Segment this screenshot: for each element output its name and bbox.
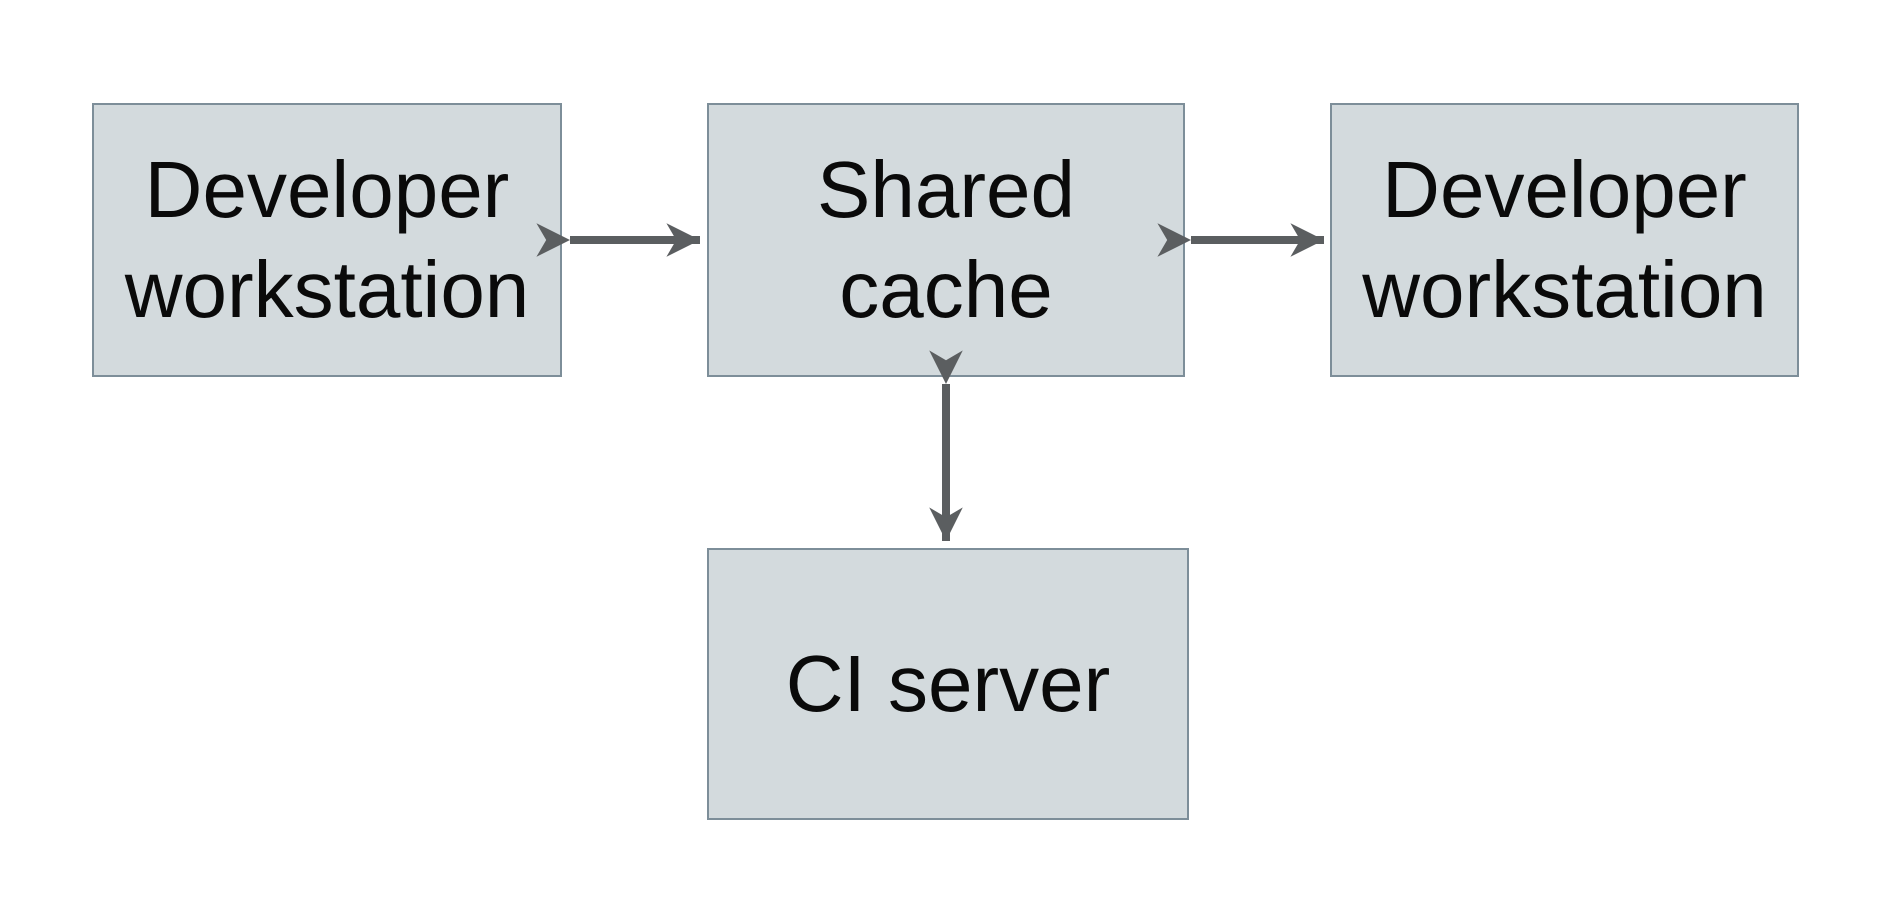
node-developer-workstation-left: Developer workstation: [92, 103, 562, 377]
node-developer-workstation-right: Developer workstation: [1330, 103, 1799, 377]
node-ci-server: CI server: [707, 548, 1189, 820]
node-label-developer-workstation-left: Developer workstation: [124, 145, 530, 334]
node-label-ci-server: CI server: [785, 639, 1111, 728]
node-label-shared-cache: Shared cache: [817, 145, 1075, 334]
node-label-developer-workstation-right: Developer workstation: [1362, 145, 1767, 334]
node-shared-cache: Shared cache: [707, 103, 1185, 377]
